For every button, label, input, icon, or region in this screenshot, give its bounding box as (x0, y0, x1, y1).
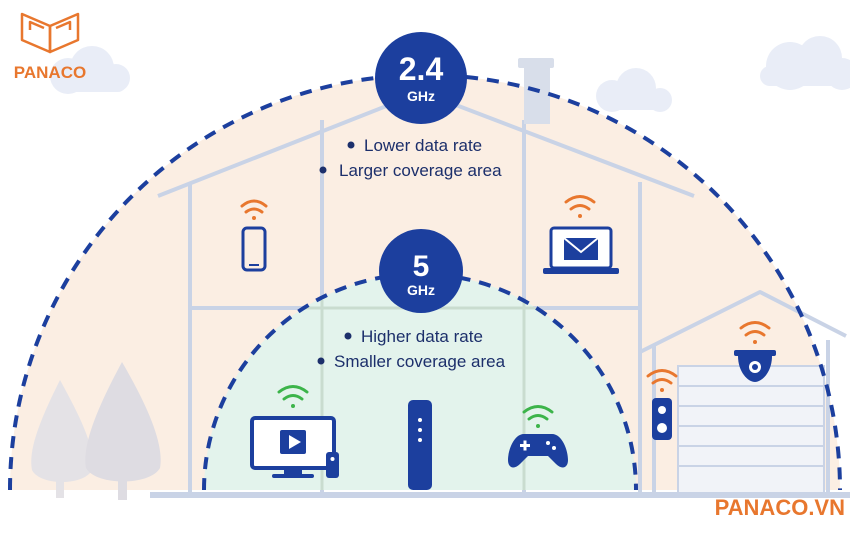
badge-24ghz-value: 2.4 (399, 51, 444, 87)
ground-line (150, 492, 850, 498)
tree-right (85, 362, 161, 500)
phone-icon (241, 226, 267, 272)
badge-5ghz-unit: GHz (407, 282, 435, 298)
badge-5ghz-value: 5 (413, 250, 430, 283)
tv-icon (250, 416, 339, 478)
cloud-chimney (596, 68, 672, 112)
router-icon (408, 400, 432, 490)
bullet-24ghz-2: Larger coverage area (339, 161, 502, 180)
security-camera-icon (734, 350, 776, 382)
tree-left (31, 380, 93, 498)
laptop-mail-icon (543, 226, 619, 274)
wifi-signal-tv-icon (277, 385, 309, 408)
bullets-24ghz: Lower data rate Larger coverage area (319, 136, 502, 180)
badge-5ghz: 5 GHz (379, 229, 463, 313)
badge-24ghz-unit: GHz (407, 88, 435, 104)
cloud-left (50, 46, 130, 94)
cloud-right (760, 36, 850, 90)
bullets-5ghz: Higher data rate Smaller coverage area (317, 327, 506, 371)
bullet-5ghz-2: Smaller coverage area (334, 352, 506, 371)
badge-24ghz: 2.4 GHz (375, 32, 467, 124)
panaco-logo: PANACO (14, 12, 86, 82)
wifi-signal-doorbell-icon (646, 369, 678, 392)
footer-brand: PANACO.VN (715, 495, 845, 520)
doorbell-icon (652, 398, 672, 440)
bullet-5ghz-1: Higher data rate (361, 327, 483, 346)
garage-door (677, 365, 825, 497)
gamepad-icon (508, 434, 568, 468)
chimney (518, 58, 554, 124)
bullet-24ghz-1: Lower data rate (364, 136, 482, 155)
wifi-signal-gamepad-icon (522, 405, 554, 428)
wifi-signal-laptop-icon (564, 195, 596, 218)
wifi-signal-phone-icon (240, 199, 268, 220)
wifi-signal-camera-icon (739, 321, 771, 344)
logo-text: PANACO (14, 63, 86, 82)
open-book-logo-icon (20, 12, 80, 54)
